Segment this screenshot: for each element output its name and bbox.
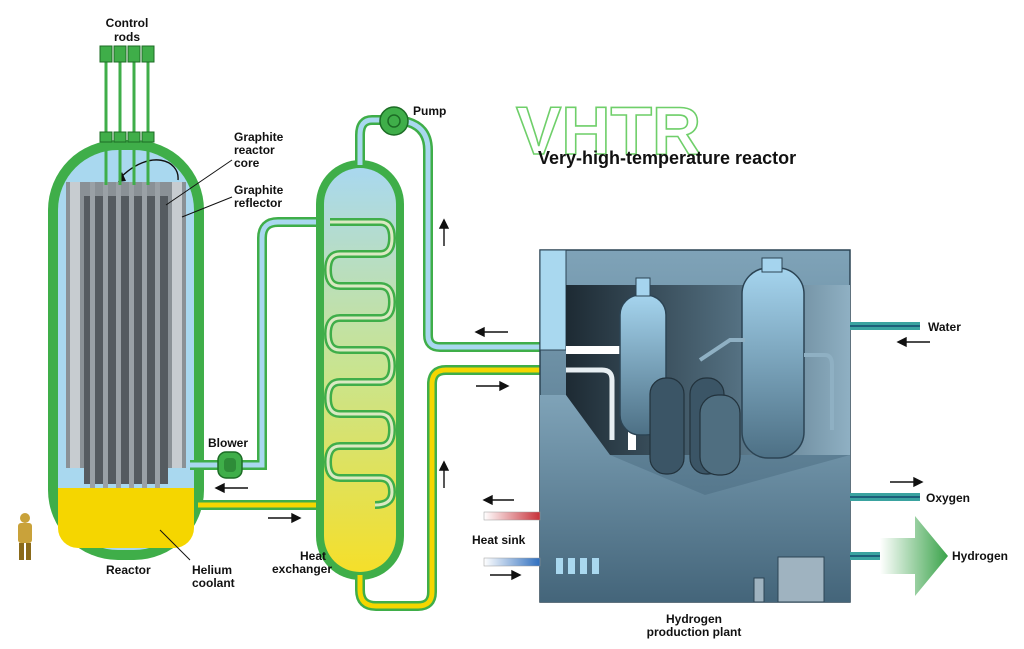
label-heat-sink: Heat sink: [472, 533, 526, 547]
label-hydrogen: Hydrogen: [952, 549, 1008, 563]
label-helium-coolant-2: coolant: [192, 576, 235, 590]
flow-arrows: [214, 218, 930, 581]
label-water: Water: [928, 320, 961, 334]
heat-sink-pipes: [483, 511, 541, 567]
graphite-reactor-core: [84, 196, 168, 484]
label-plant-1: Hydrogen: [666, 612, 722, 626]
label-graphite-core-3: core: [234, 156, 260, 170]
label-reactor: Reactor: [106, 563, 151, 577]
graphite-reflector: [70, 182, 182, 468]
reactor-tank-large: [741, 257, 805, 459]
label-oxygen: Oxygen: [926, 491, 970, 505]
label-pump: Pump: [413, 104, 446, 118]
separator-vessels: [649, 377, 741, 476]
blower-icon: [217, 451, 243, 479]
pump-icon: [379, 106, 409, 136]
label-blower: Blower: [208, 436, 248, 450]
label-heat-exchanger-2: exchanger: [272, 562, 332, 576]
label-helium-coolant-1: Helium: [192, 563, 232, 577]
person-icon: [18, 513, 32, 560]
reactor-vessel: [48, 140, 204, 560]
label-graphite-reflector-2: reflector: [234, 196, 282, 210]
plant-windows: [556, 558, 599, 574]
water-pipe: [850, 322, 920, 330]
label-graphite-core-2: reactor: [234, 143, 275, 157]
control-rods: [99, 45, 155, 185]
oxygen-pipe: [850, 493, 920, 501]
logo-text: VHTR: [516, 93, 701, 169]
label-heat-exchanger-1: Heat: [300, 549, 326, 563]
hydrogen-production-plant: [539, 249, 851, 603]
label-control-rods-1: Control: [106, 16, 149, 30]
heat-exchanger: [316, 160, 404, 580]
core-channels: [90, 182, 160, 488]
subtitle: Very-high-temperature reactor: [538, 148, 796, 168]
leader-lines: [159, 159, 233, 561]
flow-arrow: [119, 159, 179, 181]
label-graphite-core-1: Graphite: [234, 130, 284, 144]
hydrogen-arrow-icon: [880, 516, 948, 596]
label-graphite-reflector-1: Graphite: [234, 183, 284, 197]
label-control-rods-2: rods: [114, 30, 140, 44]
label-plant-2: production plant: [647, 625, 742, 639]
